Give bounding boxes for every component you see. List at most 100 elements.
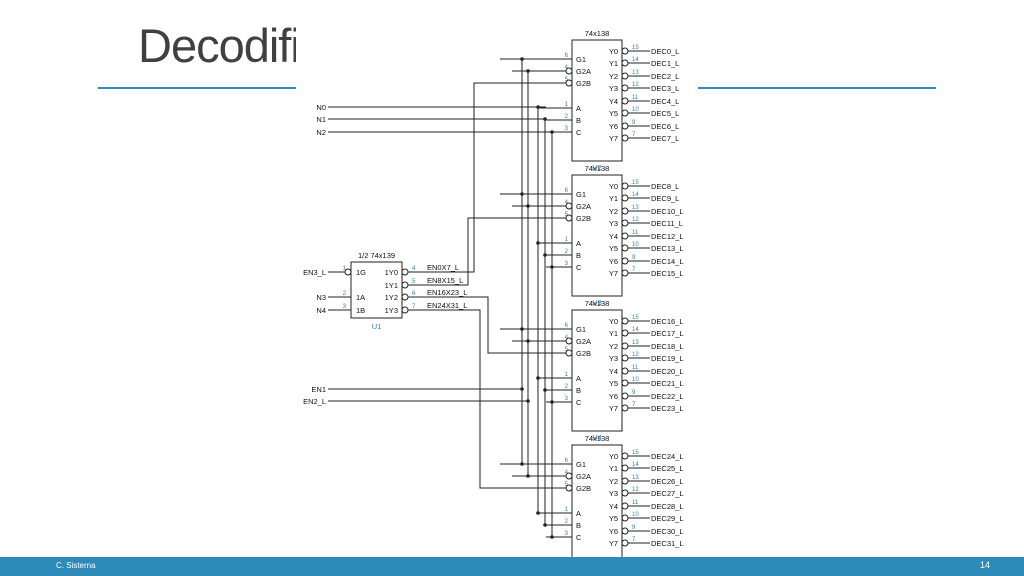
u1-to-decoder-g2b — [408, 309, 546, 489]
decoder-output-pin-number: 9 — [632, 120, 636, 126]
inversion-bubble — [621, 404, 629, 412]
inversion-bubble — [621, 97, 629, 105]
u1-input-pin-number: 2 — [343, 291, 347, 297]
decoder-input-pin-name: C — [576, 128, 582, 137]
decoder-output-pin-name: Y6 — [609, 257, 618, 266]
u1-output-pin-name: 1Y0 — [385, 268, 398, 277]
inversion-bubble — [621, 317, 629, 325]
inversion-bubble — [565, 79, 573, 87]
inversion-bubble — [565, 484, 573, 492]
inversion-bubble — [621, 59, 629, 67]
decoder-chip-body — [571, 309, 623, 432]
decoder-output-net-label: DEC28_L — [651, 502, 684, 511]
u1-output-pin-name: 1Y2 — [385, 293, 398, 302]
u1-output-net-label: EN24X31_L — [427, 301, 467, 310]
u1-output-net-label: EN16X23_L — [427, 288, 467, 297]
decoder-output-pin-name: Y5 — [609, 514, 618, 523]
u1-chip-body — [350, 261, 403, 319]
inversion-bubble — [621, 477, 629, 485]
decoder-input-pin-name: B — [576, 521, 581, 530]
decoder-output-net-label: DEC19_L — [651, 354, 684, 363]
decoder-output-pin-number: 13 — [632, 205, 639, 211]
inversion-bubble — [621, 489, 629, 497]
decoder-output-pin-number: 9 — [632, 390, 636, 396]
decoder-ref-label: U2 — [592, 163, 602, 172]
decoder-output-net-label: DEC15_L — [651, 269, 684, 278]
inversion-bubble — [621, 232, 629, 240]
decoder-input-pin-number: 6 — [565, 53, 569, 59]
address-net-label: N2 — [316, 128, 326, 137]
inversion-bubble — [565, 202, 573, 210]
decoder-input-pin-number: 2 — [565, 249, 569, 255]
decoder-output-pin-name: Y2 — [609, 342, 618, 351]
decoder-output-pin-number: 15 — [632, 450, 639, 456]
decoder-input-pin-name: G2A — [576, 337, 591, 346]
decoder-output-net-label: DEC3_L — [651, 84, 679, 93]
decoder-output-pin-number: 7 — [632, 537, 636, 543]
inversion-bubble — [621, 527, 629, 535]
decoder-output-pin-number: 9 — [632, 525, 636, 531]
decoder-input-pin-number: 3 — [565, 261, 569, 267]
decoder-output-pin-number: 15 — [632, 180, 639, 186]
inversion-bubble — [344, 268, 352, 276]
decoder-output-pin-number: 13 — [632, 475, 639, 481]
u1-part-label: 1/2 74x139 — [358, 251, 395, 260]
u1-input-net-label: N3 — [316, 293, 326, 302]
u1-input-pin-number: 1 — [343, 266, 347, 272]
u1-input-pin-name: 1G — [356, 268, 366, 277]
footer-bar — [0, 557, 1024, 576]
decoder-output-pin-name: Y4 — [609, 502, 618, 511]
decoder-input-pin-number: 1 — [565, 102, 569, 108]
decoder-output-net-label: DEC4_L — [651, 97, 679, 106]
decoder-output-pin-name: Y5 — [609, 379, 618, 388]
decoder-output-pin-number: 12 — [632, 217, 639, 223]
decoder-input-pin-name: G2A — [576, 67, 591, 76]
decoder-part-label: 74x138 — [585, 299, 610, 308]
decoder-output-net-label: DEC5_L — [651, 109, 679, 118]
decoder-output-pin-name: Y3 — [609, 489, 618, 498]
decoder-input-pin-number: 5 — [565, 77, 569, 83]
inversion-bubble — [621, 244, 629, 252]
decoder-output-pin-name: Y4 — [609, 97, 618, 106]
inversion-bubble — [621, 219, 629, 227]
decoder-output-pin-number: 11 — [632, 95, 639, 101]
decoder-output-pin-name: Y0 — [609, 452, 618, 461]
decoder-input-pin-name: C — [576, 263, 582, 272]
u1-to-decoder-g2b — [408, 296, 546, 354]
decoder-output-pin-number: 10 — [632, 512, 639, 518]
inversion-bubble — [621, 109, 629, 117]
u1-output-pin-number: 4 — [412, 266, 416, 272]
decoder-output-net-label: DEC30_L — [651, 527, 684, 536]
decoder-output-pin-name: Y2 — [609, 477, 618, 486]
decoder-input-pin-number: 2 — [565, 384, 569, 390]
decoder-output-pin-number: 11 — [632, 230, 639, 236]
decoder-output-pin-name: Y5 — [609, 244, 618, 253]
decoder-input-pin-name: A — [576, 239, 581, 248]
inversion-bubble — [621, 207, 629, 215]
u1-output-pin-name: 1Y3 — [385, 306, 398, 315]
footer-author: C. Sisterna — [56, 561, 96, 570]
inversion-bubble — [621, 464, 629, 472]
inversion-bubble — [621, 84, 629, 92]
decoder-output-net-label: DEC24_L — [651, 452, 684, 461]
decoder-input-pin-number: 2 — [565, 519, 569, 525]
decoder-output-pin-name: Y0 — [609, 182, 618, 191]
decoder-output-pin-number: 9 — [632, 255, 636, 261]
junction-dot — [526, 69, 530, 73]
decoder-input-pin-number: 5 — [565, 347, 569, 353]
decoder-output-net-label: DEC17_L — [651, 329, 684, 338]
enable-net-label: EN1 — [311, 385, 326, 394]
u1-output-pin-number: 6 — [412, 291, 416, 297]
junction-dot — [526, 474, 530, 478]
decoder-input-pin-name: G1 — [576, 55, 586, 64]
decoder-output-pin-name: Y4 — [609, 232, 618, 241]
decoder-input-pin-number: 3 — [565, 396, 569, 402]
decoder-output-net-label: DEC23_L — [651, 404, 684, 413]
decoder-output-pin-number: 10 — [632, 377, 639, 383]
junction-dot — [520, 462, 524, 466]
decoder-output-net-label: DEC16_L — [651, 317, 684, 326]
junction-dot — [526, 339, 530, 343]
decoder-input-pin-number: 5 — [565, 212, 569, 218]
decoder-input-pin-number: 6 — [565, 458, 569, 464]
decoder-output-pin-number: 7 — [632, 267, 636, 273]
